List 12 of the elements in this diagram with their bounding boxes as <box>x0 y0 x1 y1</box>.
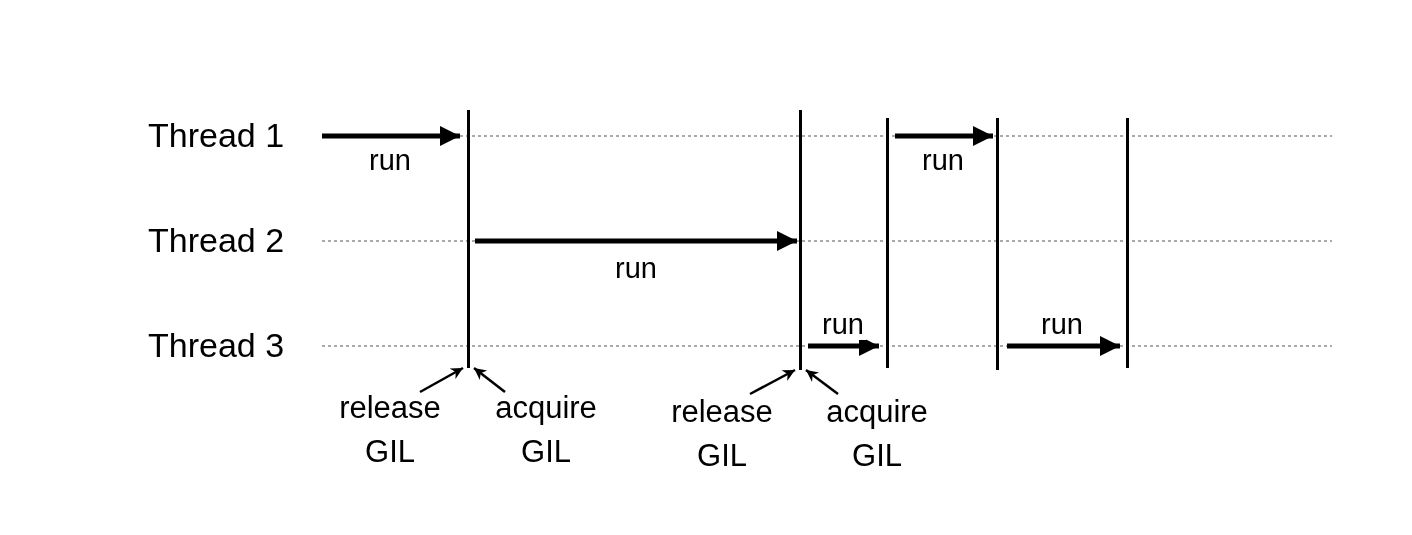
event-label: acquire GIL <box>476 386 616 474</box>
event-label: release GIL <box>652 390 792 478</box>
switch-bar <box>1125 118 1129 368</box>
thread-label: Thread 3 <box>148 325 285 366</box>
switch-bar <box>885 118 889 368</box>
thread-label: Thread 2 <box>148 220 285 261</box>
switch-bar <box>995 118 999 370</box>
event-label: acquire GIL <box>807 390 947 478</box>
thread-label: Thread 1 <box>148 115 285 156</box>
event-label: release GIL <box>320 386 460 474</box>
switch-bar <box>466 110 470 368</box>
switch-bar <box>798 110 802 370</box>
